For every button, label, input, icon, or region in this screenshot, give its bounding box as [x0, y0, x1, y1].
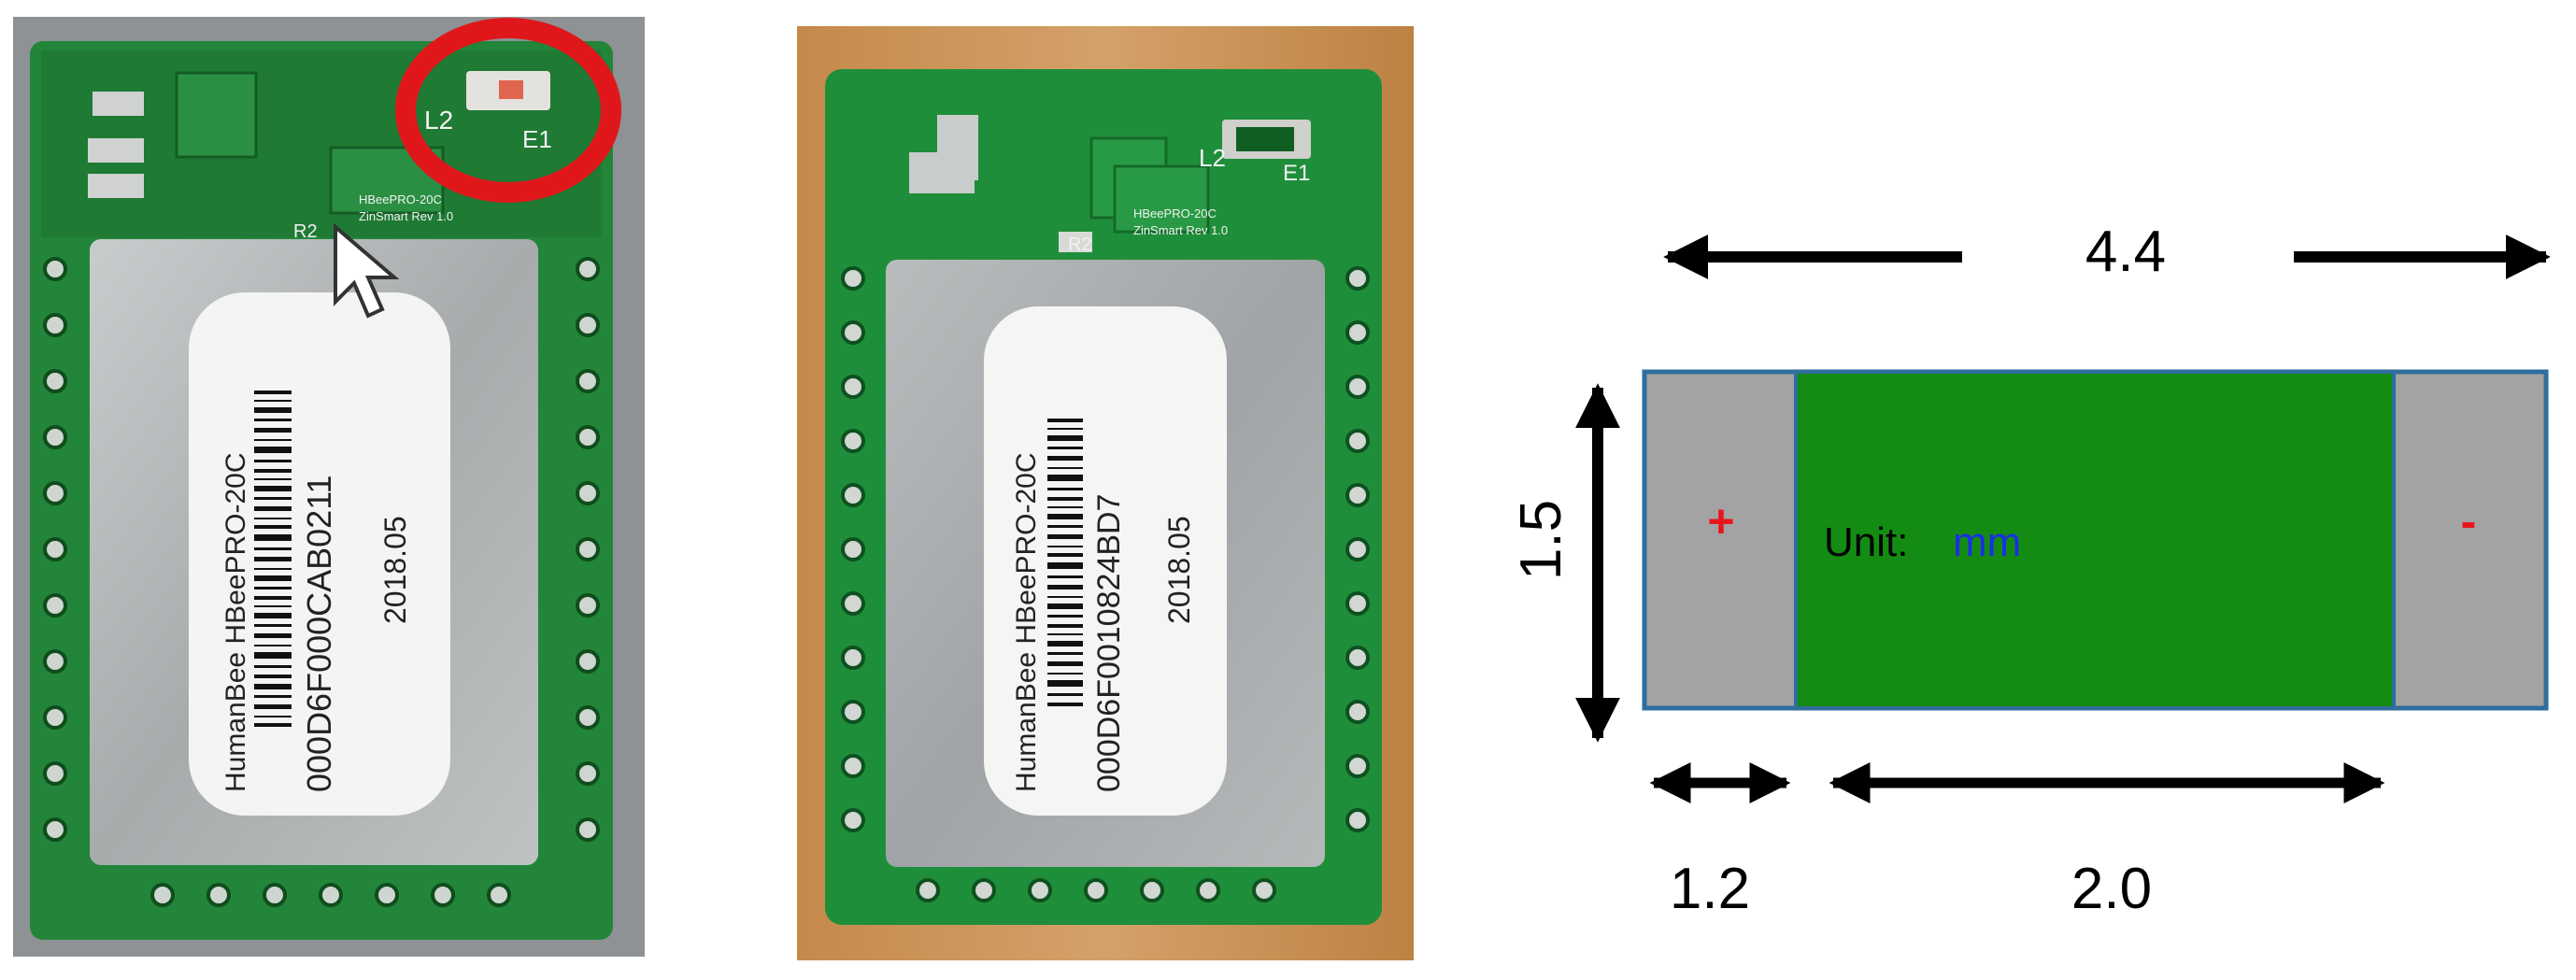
highlight-circle [395, 18, 621, 203]
silk-r2: R2 [293, 221, 318, 242]
label-line-1: HumanBee HBeePRO-20C [221, 452, 251, 792]
left-pin-row [43, 257, 67, 842]
diagram-canvas: 4.4 + - Unit: mm 1.5 1.2 2.0 [1509, 220, 2551, 921]
silk-e1: E1 [1283, 161, 1310, 186]
silk-l2: L2 [424, 106, 453, 135]
component-body [1796, 374, 2394, 706]
label-line-1: HumanBee HBeePRO-20C [1011, 452, 1042, 792]
silk-rev: ZinSmart Rev 1.0 [1133, 223, 1228, 237]
dimension-diagram: 4.4 + - Unit: mm 1.5 1.2 2.0 [1458, 0, 2576, 980]
body-width-value: 2.0 [2071, 857, 2152, 921]
left-module-photo: HumanBee HBeePRO-20C 000D6F000CAB0211 20… [13, 17, 645, 957]
label-line-3: 2018.05 [1162, 516, 1196, 624]
mouse-cursor-icon [334, 222, 400, 319]
silk-board: HBeePRO-20C [359, 192, 442, 206]
silk-e1: E1 [522, 125, 552, 153]
photo-middle-module: HumanBee HBeePRO-20C 000D6F0010824BD7 20… [797, 26, 1414, 960]
right-pin-row [576, 257, 600, 842]
label-line-2: 000D6F0010824BD7 [1091, 494, 1127, 792]
pad-width-value: 1.2 [1670, 857, 1750, 921]
middle-module-photo: HumanBee HBeePRO-20C 000D6F0010824BD7 20… [797, 26, 1414, 960]
right-pin-row [1345, 266, 1370, 832]
bottom-pin-row [150, 883, 511, 907]
height-value: 1.5 [1509, 500, 1573, 580]
unit-value: mm [1953, 519, 2021, 565]
silk-l2: L2 [1199, 144, 1226, 172]
negative-terminal-label: - [2461, 495, 2477, 547]
silk-r2: R2 [1068, 234, 1092, 255]
silk-rev: ZinSmart Rev 1.0 [359, 209, 453, 223]
barcode [254, 391, 292, 727]
barcode [1047, 419, 1083, 706]
positive-terminal-label: + [1707, 495, 1734, 547]
left-pin-row [841, 266, 865, 832]
unit-label: Unit: [1824, 519, 1908, 565]
bottom-pin-row [916, 878, 1276, 902]
photo-left-module: HumanBee HBeePRO-20C 000D6F000CAB0211 20… [13, 17, 645, 957]
module-label [984, 306, 1227, 816]
label-line-2: 000D6F000CAB0211 [300, 475, 338, 792]
label-line-3: 2018.05 [378, 516, 412, 624]
silk-board: HBeePRO-20C [1133, 206, 1217, 220]
width-value: 4.4 [2085, 220, 2166, 284]
